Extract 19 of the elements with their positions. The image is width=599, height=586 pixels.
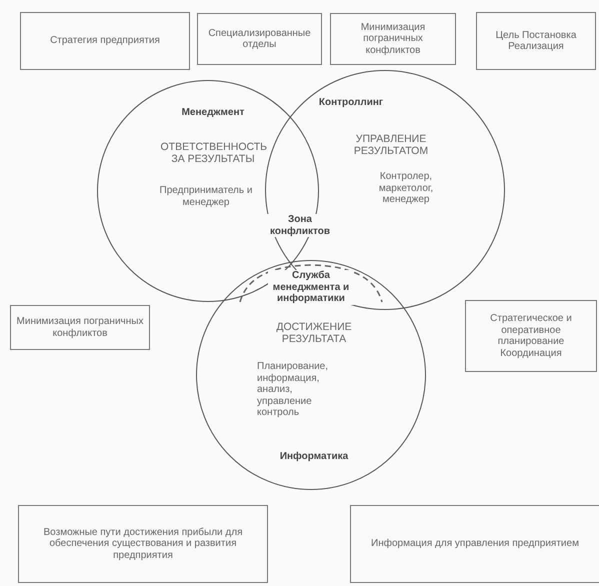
text-box: Стратегия предприятия <box>20 12 190 70</box>
circle-text: Предприниматель и менеджер <box>158 185 254 208</box>
circle-heading: Менеджмент <box>180 107 246 118</box>
text-box: Цель Постановка Реализация <box>476 12 596 70</box>
text-box: Стратегическое и оперативное планирование Координация <box>465 300 597 372</box>
circle-text: ОТВЕТСТВЕННОСТЬ ЗА РЕЗУЛЬТАТЫ <box>160 141 266 166</box>
text-box: Возможные пути достижения прибыли для обеспечения существования и развития предприятия <box>18 505 268 583</box>
circle-text: ДОСТИЖЕНИЕ РЕЗУЛЬТАТА <box>275 321 353 346</box>
circle-heading: Информатика <box>278 451 350 462</box>
circle-text: Контролер, маркетолог, менеджер <box>378 171 434 206</box>
circle-text: УПРАВЛЕНИЕ РЕЗУЛЬТАТОМ <box>352 133 430 158</box>
text-box: Минимизация пограничных конфликтов <box>10 305 150 350</box>
circle-heading: Контроллинг <box>318 97 384 108</box>
venn-circle <box>196 260 426 490</box>
text-box: Информация для управления предприятием <box>350 505 599 583</box>
text-box: Минимизация пограничных конфликтов <box>330 13 456 65</box>
text-box: Специализированные отделы <box>197 13 322 65</box>
zone-heading: Служба менеджмента и информатики <box>268 270 354 304</box>
circle-text: Планирование, информация, анализ, управление контроль <box>257 361 330 418</box>
